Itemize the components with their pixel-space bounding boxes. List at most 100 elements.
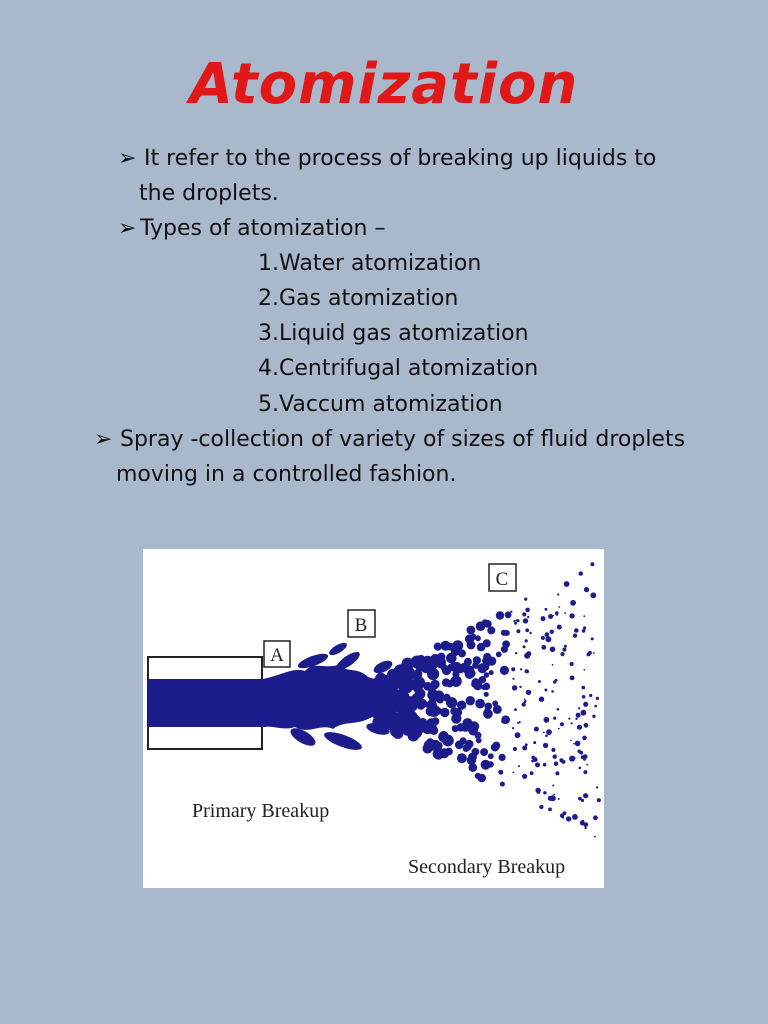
type-number: 4. (258, 356, 279, 381)
droplet (544, 607, 548, 611)
droplet (576, 724, 583, 730)
droplet (525, 628, 530, 633)
droplet (482, 619, 488, 626)
droplet (416, 654, 426, 664)
droplet (377, 720, 388, 730)
droplet (578, 707, 581, 710)
droplet (533, 726, 539, 732)
droplet (503, 630, 510, 636)
droplet (514, 708, 517, 711)
droplet (580, 755, 585, 760)
droplet (569, 613, 575, 619)
droplet (514, 732, 521, 739)
droplet (515, 652, 518, 655)
droplet (531, 755, 536, 760)
droplet (568, 717, 571, 720)
droplet (516, 619, 520, 623)
droplet (548, 807, 552, 812)
droplet (583, 822, 589, 827)
droplet (583, 722, 589, 728)
droplet (454, 740, 464, 750)
type-number: 3. (258, 321, 279, 346)
droplet (553, 716, 557, 720)
droplet (542, 762, 547, 767)
droplet (590, 562, 595, 567)
droplet (504, 611, 512, 619)
marker-a-label: A (270, 645, 284, 666)
droplet (539, 804, 544, 810)
droplet (557, 797, 560, 800)
droplet (423, 681, 432, 691)
droplet (544, 632, 550, 637)
droplet (438, 731, 449, 743)
droplet (513, 620, 516, 623)
droplet (537, 680, 541, 683)
droplet (543, 791, 547, 795)
droplet (462, 718, 473, 729)
droplet (452, 670, 460, 678)
droplet (412, 669, 423, 679)
droplet (583, 587, 590, 593)
marker-b-box (347, 609, 376, 638)
droplet (521, 702, 526, 707)
droplet (445, 747, 453, 756)
droplet (518, 765, 520, 768)
droplet (412, 676, 426, 690)
droplet (411, 727, 423, 739)
droplet (557, 727, 560, 730)
type-number: 2. (258, 286, 279, 311)
droplet (455, 663, 466, 674)
droplet (502, 640, 510, 649)
droplet (533, 741, 537, 745)
droplet (552, 784, 555, 787)
droplet (490, 743, 500, 752)
droplet (474, 772, 481, 779)
droplet (584, 826, 587, 830)
droplet (379, 707, 390, 719)
droplet (522, 645, 526, 649)
bullet-definition-line2: the droplets. (139, 181, 279, 206)
droplet (434, 690, 445, 701)
droplet (451, 713, 462, 724)
droplet (583, 793, 589, 799)
type-label: Gas atomization (279, 286, 459, 311)
marker-c-label: C (496, 569, 509, 590)
droplet (498, 753, 506, 761)
droplet (483, 708, 493, 719)
droplet (548, 614, 554, 619)
droplet (578, 571, 583, 576)
droplet (422, 743, 433, 754)
droplet (525, 607, 530, 613)
droplet (495, 611, 505, 620)
ligament (324, 732, 362, 750)
type-item-2: 2.Gas atomization (258, 286, 458, 311)
droplet (511, 667, 516, 672)
droplet (447, 663, 455, 672)
type-item-4: 4.Centrifugal atomization (258, 356, 538, 381)
droplet (562, 647, 567, 652)
droplet (431, 717, 440, 726)
droplet (581, 629, 586, 633)
droplet (482, 682, 491, 691)
droplet (403, 715, 415, 726)
arrow-bullet-icon: ➢ (118, 146, 137, 171)
droplet (472, 662, 479, 669)
droplet (565, 816, 572, 822)
droplet (556, 624, 562, 630)
droplet (433, 642, 442, 651)
droplet (483, 691, 489, 697)
droplet (572, 633, 578, 638)
droplet (592, 714, 596, 718)
droplet (553, 680, 557, 684)
droplet (450, 647, 460, 656)
droplet (450, 675, 462, 687)
droplet (557, 593, 560, 596)
droplet (594, 835, 596, 838)
droplet (516, 629, 521, 634)
droplet (416, 701, 426, 710)
bullet-spray-line1: Spray -collection of variety of sizes of… (120, 427, 686, 452)
bullet-definition-line1: It refer to the process of breaking up l… (144, 146, 657, 171)
droplet (535, 787, 541, 793)
droplet (590, 592, 597, 599)
droplet (399, 678, 412, 691)
